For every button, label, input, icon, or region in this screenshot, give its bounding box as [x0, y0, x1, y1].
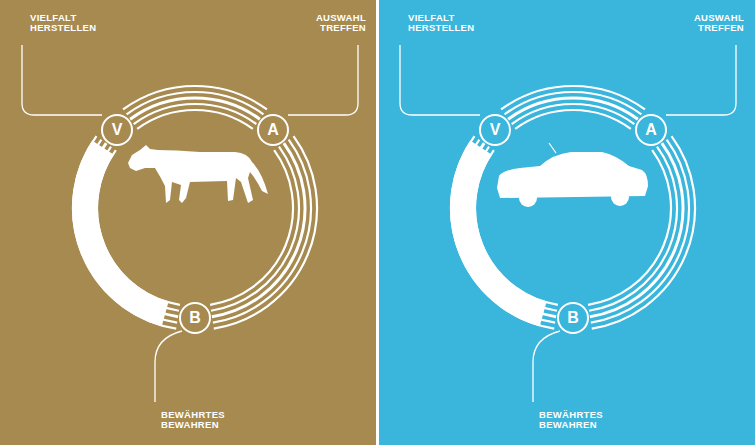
stage-circle: B: [179, 302, 211, 334]
stage-circle: V: [101, 114, 133, 146]
car-antenna: [549, 143, 556, 153]
ring-stripe: [73, 136, 176, 329]
ring-stripe: [592, 136, 695, 329]
ring-stripe: [469, 147, 557, 311]
ring-stripe: [591, 140, 689, 323]
stage-letter: V: [490, 122, 501, 138]
ring-arc: [210, 136, 317, 329]
leader-line: [288, 45, 358, 115]
ring-arc: [123, 86, 267, 129]
car-silhouette: [497, 143, 648, 207]
leader-lines-left: [22, 45, 358, 402]
leader-line: [400, 45, 480, 115]
ring-stripe: [589, 147, 677, 311]
ring-stripe: [214, 136, 317, 329]
ring-stripe: [457, 140, 555, 323]
ring-arc: [73, 136, 180, 329]
ring-stripe: [85, 143, 178, 317]
stage-caption: AUSWAHL TREFFEN: [668, 13, 744, 34]
ring-stripe: [212, 143, 305, 317]
stage-caption: BEWÄHRTES BEWAHREN: [161, 410, 245, 431]
stage-caption: AUSWAHL TREFFEN: [290, 13, 366, 34]
ring-stripe: [91, 147, 179, 311]
ring-arc: [588, 136, 695, 329]
stage-circle: B: [557, 302, 589, 334]
leader-line: [666, 45, 736, 115]
ring-stripe: [463, 143, 556, 317]
brown-panel: [0, 0, 376, 445]
car-wheel: [519, 189, 537, 207]
ring-stripe: [588, 150, 671, 305]
ring-stripe: [590, 143, 683, 317]
horse-silhouette: [128, 145, 268, 203]
stage-caption: BEWÄHRTES BEWAHREN: [539, 410, 623, 431]
stage-letter: A: [267, 122, 279, 138]
ring-stripe: [211, 147, 299, 311]
stage-caption: VIELFALT HERSTELLEN: [408, 13, 484, 34]
ring-stripe: [213, 140, 311, 323]
ring-arc: [501, 86, 645, 129]
stage-circle: A: [257, 114, 289, 146]
ring-stripe: [123, 86, 267, 109]
leader-lines-right: [400, 45, 736, 402]
stage-letter: V: [112, 122, 123, 138]
stage-letter: B: [189, 310, 201, 326]
ring-arc: [451, 136, 558, 329]
stage-circle: A: [635, 114, 667, 146]
stage-letter: B: [567, 310, 579, 326]
stage-circle: V: [479, 114, 511, 146]
car-wheel: [611, 188, 629, 206]
stage-letter: A: [645, 122, 657, 138]
ring-stripe: [97, 150, 180, 305]
ring-stripe: [79, 140, 177, 323]
ring-stripe: [451, 136, 554, 329]
ring-stripe: [210, 150, 293, 305]
ring-stripe: [475, 150, 558, 305]
leader-line: [155, 331, 182, 402]
blue-panel: [379, 0, 755, 445]
ring-stripe: [501, 86, 645, 109]
leader-line: [22, 45, 102, 115]
stage-caption: VIELFALT HERSTELLEN: [30, 13, 106, 34]
leader-line: [533, 331, 560, 402]
